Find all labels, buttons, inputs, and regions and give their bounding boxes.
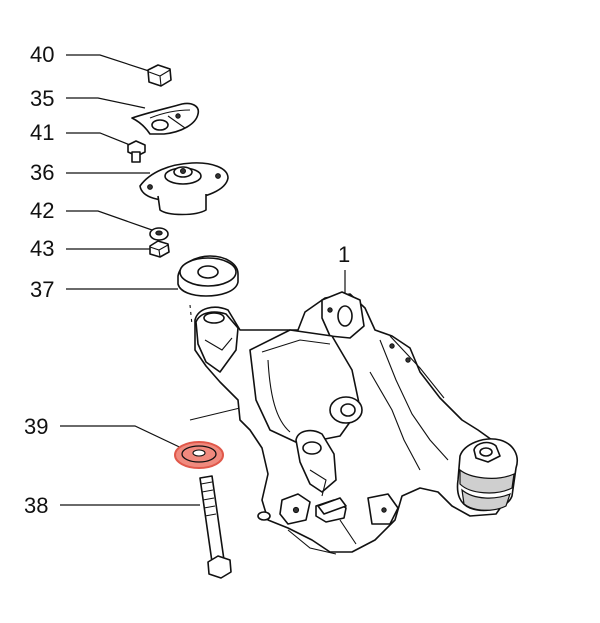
part-35-bracket [131,102,200,135]
callout-label-39: 39 [24,414,48,439]
callout-label-43: 43 [30,236,54,261]
part-36-mount [139,162,229,216]
part-39-washer-highlighted [174,441,224,469]
part-41-bolt [127,140,146,163]
callout-label-35: 35 [30,86,54,111]
callout-label-1: 1 [338,242,350,267]
part-43-nut [149,240,170,258]
part-1-differential-housing [194,291,518,555]
callout-label-40: 40 [30,42,54,67]
callout-label-37: 37 [30,277,54,302]
part-38-long-bolt [199,475,232,579]
part-37-bushing [177,255,239,297]
part-40-nut [147,64,172,87]
part-42-nut [149,227,169,241]
callout-label-42: 42 [30,198,54,223]
callout-label-36: 36 [30,160,54,185]
callout-label-38: 38 [24,493,48,518]
callout-label-41: 41 [30,120,54,145]
